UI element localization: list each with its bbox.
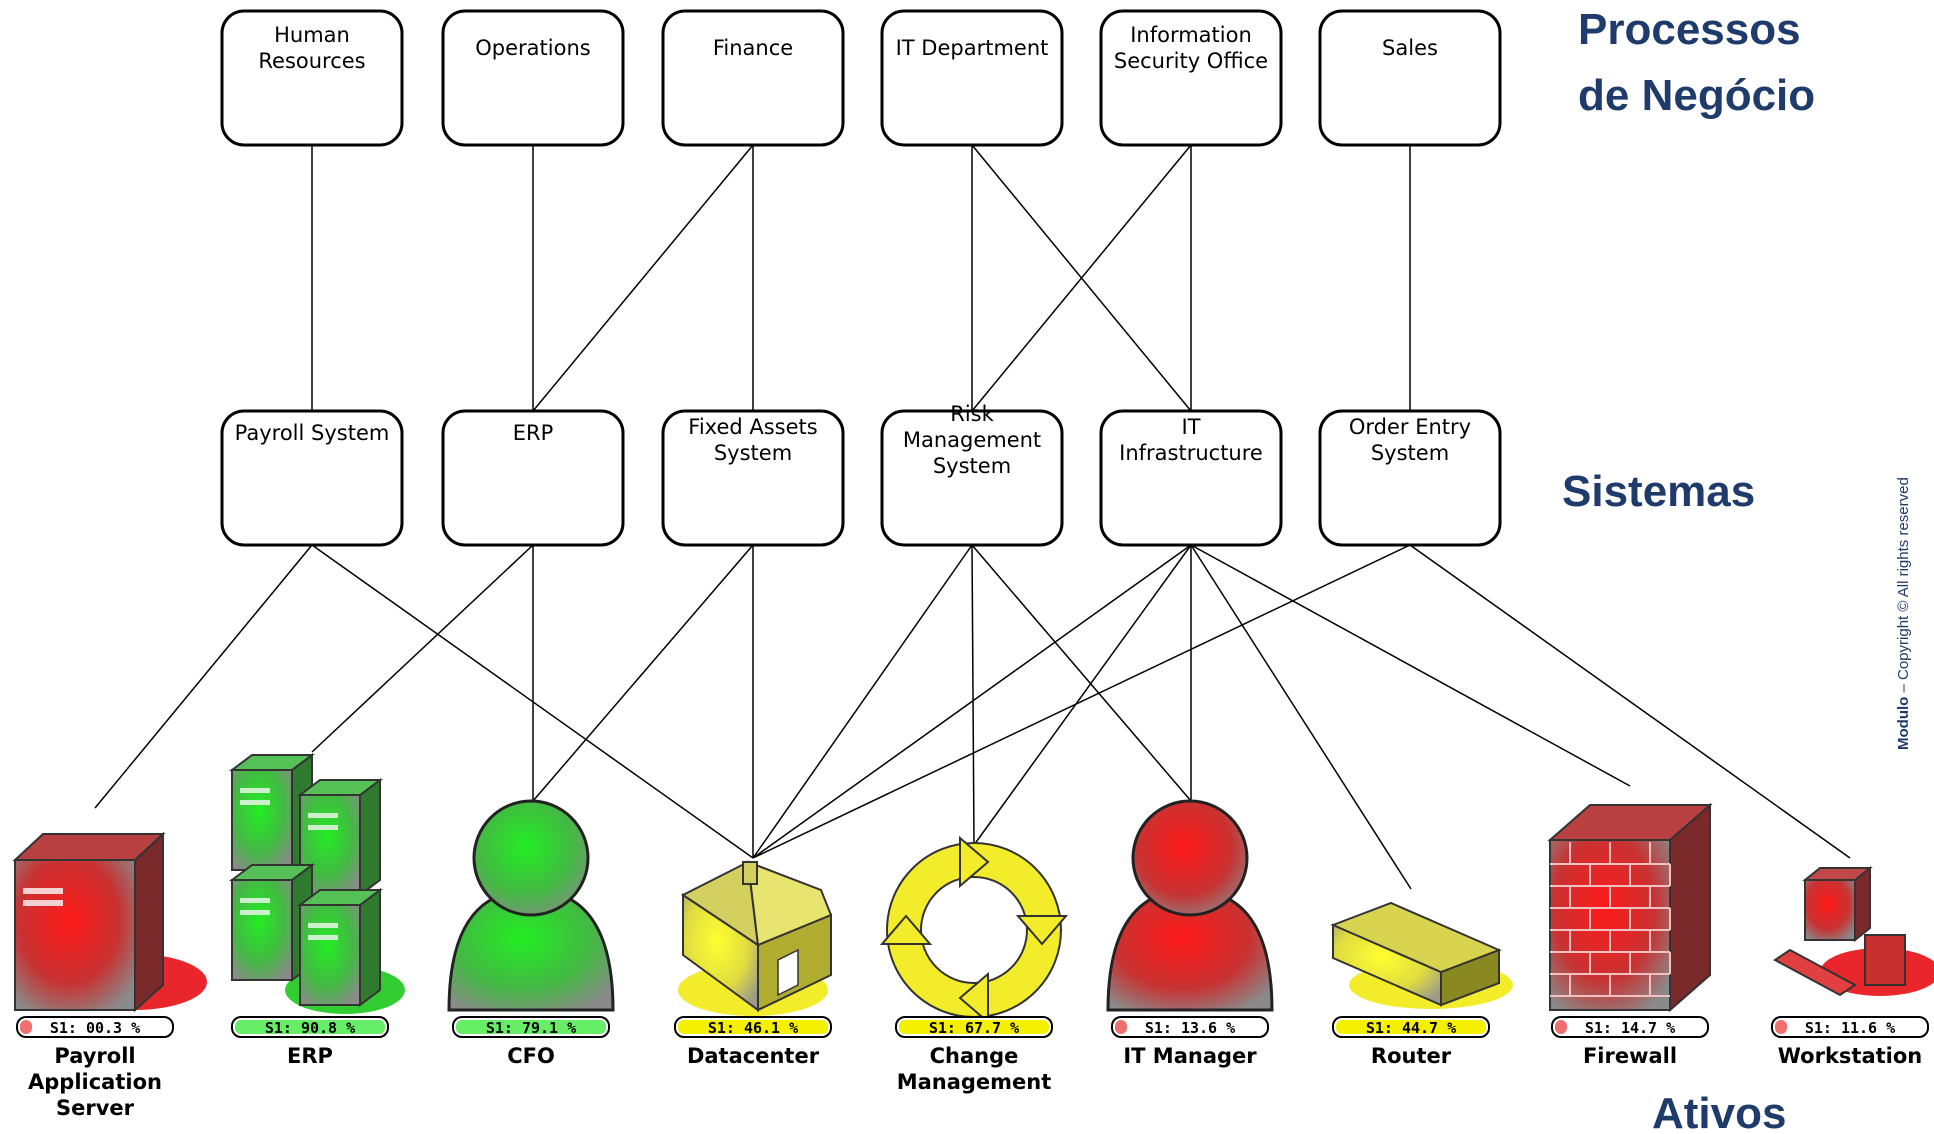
score-value: S1: 14.7 % xyxy=(1585,1019,1675,1037)
link-s-itinfra-a-router xyxy=(1190,544,1412,890)
asset-label: Datacenter xyxy=(687,1044,820,1068)
system-node-label: ERP xyxy=(513,421,554,445)
asset-a-cfo[interactable]: S1: 79.1 % CFO xyxy=(447,799,615,1068)
link-s-itinfra-a-datacenter xyxy=(752,544,1192,859)
process-node-p-it[interactable]: IT Department xyxy=(880,9,1064,147)
link-s-order-a-workstation xyxy=(1409,544,1851,859)
score-value: S1: 00.3 % xyxy=(50,1019,140,1037)
score-bar: S1: 67.7 % xyxy=(895,1016,1053,1038)
score-bar: S1: 46.1 % xyxy=(674,1016,832,1038)
asset-a-firewall[interactable]: S1: 14.7 % Firewall xyxy=(1547,802,1713,1068)
asset-a-workstation[interactable]: S1: 11.6 % Workstation xyxy=(1771,865,1934,1068)
asset-label: IT Manager xyxy=(1123,1044,1257,1068)
link-s-risk-a-change xyxy=(971,544,975,846)
workstation-icon xyxy=(1773,865,1934,997)
tier-label-assets: Ativos xyxy=(1652,1089,1786,1134)
score-bar: S1: 11.6 % xyxy=(1771,1016,1929,1038)
system-node-s-erp[interactable]: ERP xyxy=(441,409,625,547)
person-icon xyxy=(1106,799,1274,1012)
score-bar: S1: 90.8 % xyxy=(231,1016,389,1038)
asset-label: CFO xyxy=(507,1044,555,1068)
process-node-label: Finance xyxy=(713,36,793,60)
score-bar: S1: 13.6 % xyxy=(1111,1016,1269,1038)
router-icon xyxy=(1330,901,1513,1009)
score-bar: S1: 44.7 % xyxy=(1332,1016,1490,1038)
asset-label: Firewall xyxy=(1583,1044,1677,1068)
process-node-label: IT Department xyxy=(896,36,1049,60)
link-p-iso-s-risk xyxy=(971,144,1192,412)
score-value: S1: 46.1 % xyxy=(708,1019,798,1037)
link-s-risk-a-datacenter xyxy=(752,544,973,859)
asset-label: Router xyxy=(1371,1044,1452,1068)
asset-a-datacenter[interactable]: S1: 46.1 % Datacenter xyxy=(674,860,833,1068)
cycle-icon xyxy=(879,835,1069,1025)
system-node-label: Payroll System xyxy=(235,421,390,445)
score-bar: S1: 00.3 % xyxy=(16,1016,174,1038)
process-node-p-sales[interactable]: Sales xyxy=(1318,9,1502,147)
process-node-label: Sales xyxy=(1382,36,1438,60)
asset-a-router[interactable]: S1: 44.7 % Router xyxy=(1330,901,1513,1068)
connection-lines xyxy=(94,144,1851,890)
link-s-risk-a-itmanager xyxy=(971,544,1192,802)
link-s-payroll-a-payroll-server xyxy=(94,544,313,809)
score-bar: S1: 14.7 % xyxy=(1551,1016,1709,1038)
asset-a-erp[interactable]: S1: 90.8 % ERP xyxy=(229,753,405,1068)
score-value: S1: 90.8 % xyxy=(265,1019,355,1037)
score-bar: S1: 79.1 % xyxy=(452,1016,610,1038)
process-node-p-fin[interactable]: Finance xyxy=(661,9,845,147)
score-value: S1: 13.6 % xyxy=(1145,1019,1235,1037)
link-p-fin-s-erp xyxy=(532,144,754,412)
firewall-icon xyxy=(1547,802,1713,1013)
server-icon xyxy=(12,831,207,1013)
score-value: S1: 79.1 % xyxy=(486,1019,576,1037)
process-node-label: Operations xyxy=(475,36,590,60)
score-value: S1: 67.7 % xyxy=(929,1019,1019,1037)
score-value: S1: 11.6 % xyxy=(1805,1019,1895,1037)
link-s-order-a-datacenter xyxy=(752,544,1411,859)
server-cluster-icon xyxy=(229,753,405,1014)
link-s-erp-a-erp xyxy=(311,544,534,753)
link-s-fixed-a-cfo xyxy=(532,544,754,802)
building-icon xyxy=(678,860,833,1016)
score-value: S1: 44.7 % xyxy=(1366,1019,1456,1037)
tier-label-systems: Sistemas xyxy=(1562,467,1755,516)
link-s-itinfra-a-firewall xyxy=(1190,544,1631,787)
person-icon xyxy=(447,799,615,1012)
link-s-itinfra-a-change xyxy=(973,544,1192,846)
process-node-p-ops[interactable]: Operations xyxy=(441,9,625,147)
asset-label: ERP xyxy=(287,1044,333,1068)
system-node-s-payroll[interactable]: Payroll System xyxy=(220,409,404,547)
asset-label: Workstation xyxy=(1778,1044,1923,1068)
copyright-notice: Modulo – Copyright © All rights reserved xyxy=(1895,477,1912,750)
asset-a-itmanager[interactable]: S1: 13.6 % IT Manager xyxy=(1106,799,1274,1068)
